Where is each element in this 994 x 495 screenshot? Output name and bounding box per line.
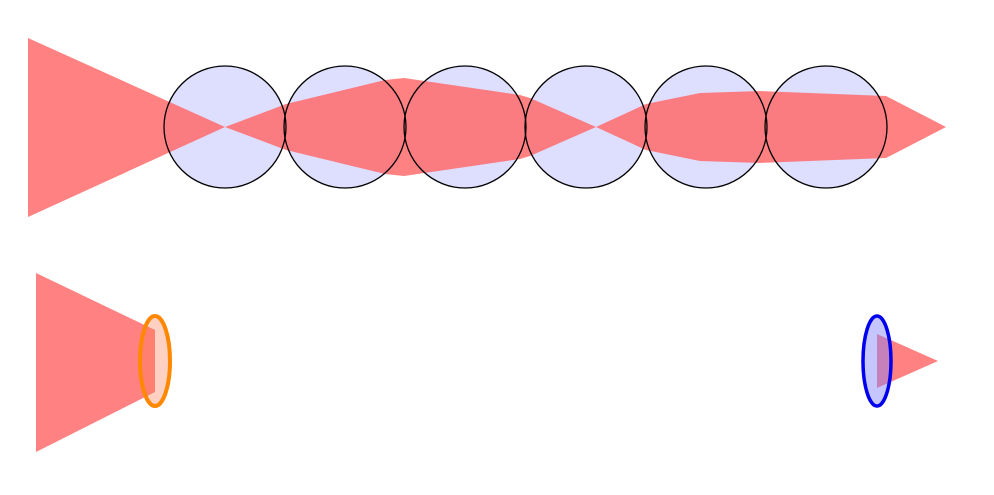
- beam-right-cone: [877, 334, 938, 388]
- lens-5-outline: [644, 65, 768, 189]
- lens-outlines: [163, 65, 888, 189]
- lens-2-outline: [283, 65, 407, 189]
- lens-6-outline: [764, 65, 888, 189]
- blue-ellipse-lens: [861, 314, 893, 408]
- top-lens-chain: [28, 38, 946, 217]
- lens-4-outline: [524, 65, 648, 189]
- beam-top: [28, 38, 946, 217]
- lens-1-outline: [163, 65, 287, 189]
- orange-ellipse-lens: [138, 314, 172, 408]
- beam-left-cone: [36, 273, 155, 452]
- bottom-diagram: [36, 273, 938, 452]
- lens-3-outline: [403, 65, 527, 189]
